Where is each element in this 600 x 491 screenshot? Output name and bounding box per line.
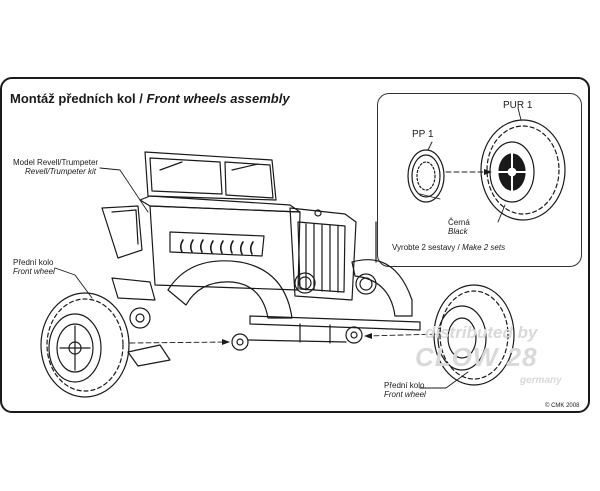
label-model-en: Revell/Trumpeter kit [25, 167, 96, 176]
label-front-wheel-left-en: Front wheel [13, 267, 55, 276]
label-make-sets-sep: / [455, 243, 462, 252]
part-pp1-hubcap [407, 149, 445, 203]
label-front-wheel-right: Přední kolo Front wheel [384, 381, 426, 399]
leader-lines [54, 107, 522, 389]
label-black: Černá Black [448, 218, 470, 236]
label-model: Model Revell/Trumpeter Revell/Trumpeter … [13, 158, 98, 176]
label-front-wheel-left: Přední kolo Front wheel [13, 258, 55, 276]
arrow-heads [222, 169, 492, 345]
label-make-sets: Vyrobte 2 sestavy / Make 2 sets [392, 243, 505, 252]
label-pp1: PP 1 [412, 129, 434, 140]
copyright: © CMK 2008 [545, 403, 580, 409]
assembly-arrows [129, 171, 489, 344]
label-black-cz: Černá [448, 218, 470, 227]
part-pur1-wheel [480, 119, 566, 221]
watermark-line2: CLOW 28 [415, 342, 538, 372]
title-separator: / [135, 91, 147, 106]
label-pur1: PUR 1 [503, 100, 533, 111]
label-model-cz: Model Revell/Trumpeter [13, 158, 99, 167]
label-front-wheel-left-cz: Přední kolo [13, 258, 54, 267]
label-front-wheel-right-cz: Přední kolo [384, 381, 425, 390]
label-front-wheel-right-en: Front wheel [384, 390, 426, 399]
instruction-sheet-frame [0, 77, 590, 413]
watermark-line1: distributed by [425, 323, 538, 342]
title-czech: Montáž předních kol [10, 91, 136, 106]
front-wheel-left [40, 292, 130, 398]
label-make-sets-en: Make 2 sets [461, 243, 506, 252]
page-title: Montáž předních kol / Front wheels assem… [10, 91, 290, 106]
title-english: Front wheels assembly [146, 91, 290, 106]
watermark-line3: germany [520, 375, 562, 386]
label-make-sets-cz: Vyrobte 2 sestavy [392, 243, 456, 252]
label-black-en: Black [448, 227, 468, 236]
truck-body [101, 151, 421, 367]
detail-inset-frame [377, 93, 582, 267]
front-wheel-right [433, 284, 515, 386]
